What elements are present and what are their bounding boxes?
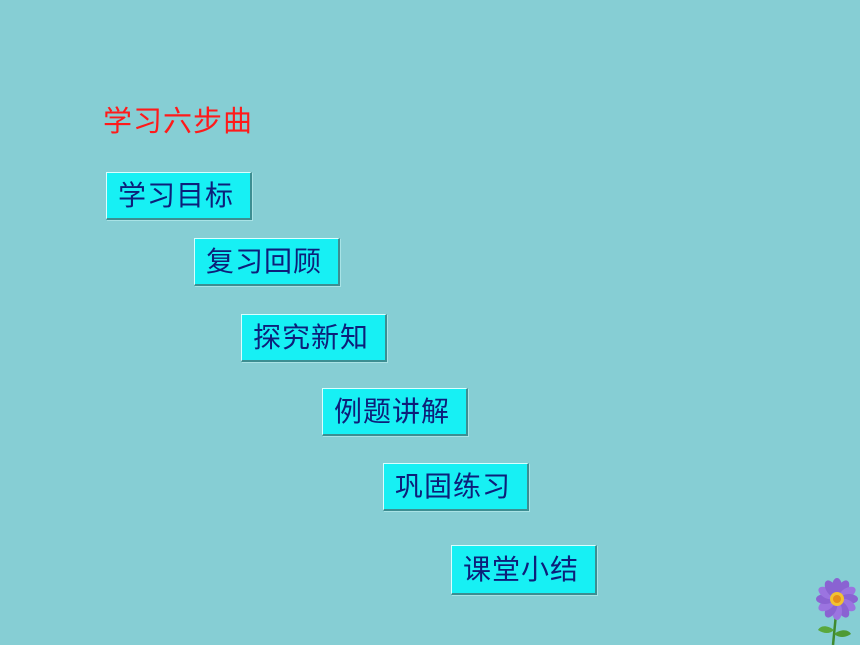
- slide-heading: 学习六步曲: [103, 104, 254, 138]
- step-button-review[interactable]: 复习回顾: [194, 238, 340, 286]
- flower-icon: [816, 578, 858, 645]
- step-button-examples[interactable]: 例题讲解: [322, 388, 468, 436]
- step-button-summary[interactable]: 课堂小结: [451, 545, 597, 595]
- step-button-explore-new[interactable]: 探究新知: [241, 314, 387, 362]
- step-button-learning-goals[interactable]: 学习目标: [106, 172, 252, 220]
- step-button-practice[interactable]: 巩固练习: [383, 463, 529, 511]
